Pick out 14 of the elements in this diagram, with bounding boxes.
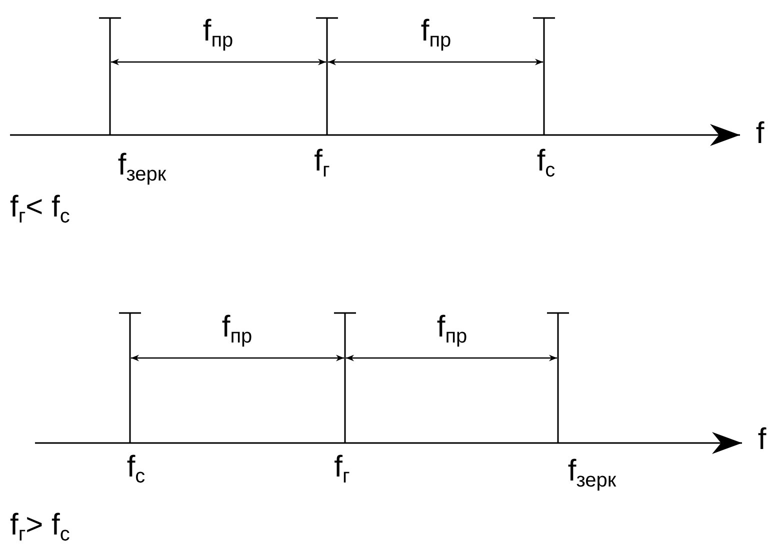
condition-note: f$_{г}$> f$_{с}$ — [10, 508, 70, 548]
frequency-label: f$_{зерк}$ — [118, 148, 166, 188]
frequency-label: f$_{г}$ — [334, 450, 350, 490]
frequency-label: f$_{зерк}$ — [568, 454, 616, 494]
axis-label: f — [758, 423, 766, 457]
frequency-label: f$_{с}$ — [126, 450, 146, 490]
frequency-label: f$_{с}$ — [536, 144, 556, 184]
dimension-label: f$_{пр}$ — [222, 310, 252, 350]
frequency-label: f$_{г}$ — [314, 144, 330, 184]
dimension-label: f$_{пр}$ — [420, 14, 452, 54]
axis-label: f — [756, 117, 764, 151]
dimension-label: f$_{пр}$ — [202, 14, 234, 54]
dimension-label: f$_{пр}$ — [436, 310, 468, 350]
condition-note: f$_{г}$< f$_{с}$ — [10, 190, 70, 230]
